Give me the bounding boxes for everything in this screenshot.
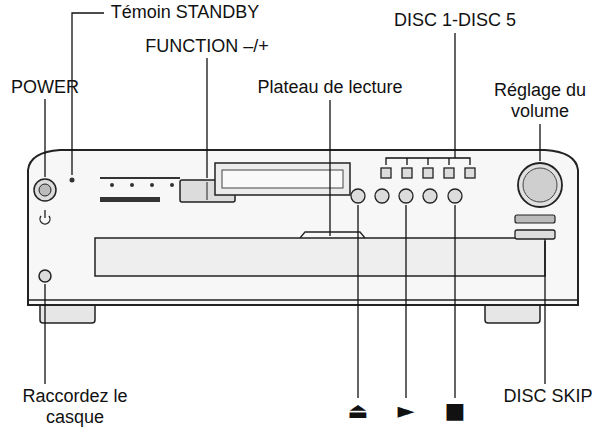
- leader-lines: [45, 13, 545, 398]
- stop-symbol: ■: [440, 400, 470, 421]
- part-label: Plateau de lecture: [240, 77, 420, 98]
- disc-buttons: [381, 168, 475, 178]
- jack-label: Raccordez le casque: [5, 386, 145, 428]
- button-label: FUNCTION –/+: [137, 36, 277, 57]
- button-label: DISC SKIP: [498, 386, 598, 407]
- transport-buttons: [351, 189, 462, 203]
- power-button: [34, 179, 56, 201]
- volume-knob: [518, 163, 562, 207]
- disc-skip-button: [515, 230, 555, 239]
- eject-symbol: ⏏: [343, 400, 373, 421]
- headphone-jack: [39, 270, 51, 282]
- control-label: Réglage du volume: [490, 80, 590, 122]
- button-label: POWER: [5, 77, 85, 98]
- play-symbol: ►: [391, 400, 421, 421]
- button-label: DISC 1-DISC 5: [385, 10, 525, 31]
- indicator-label: Témoin STANDBY: [100, 2, 270, 23]
- disc-tray: [95, 238, 545, 276]
- player-body: [28, 150, 578, 305]
